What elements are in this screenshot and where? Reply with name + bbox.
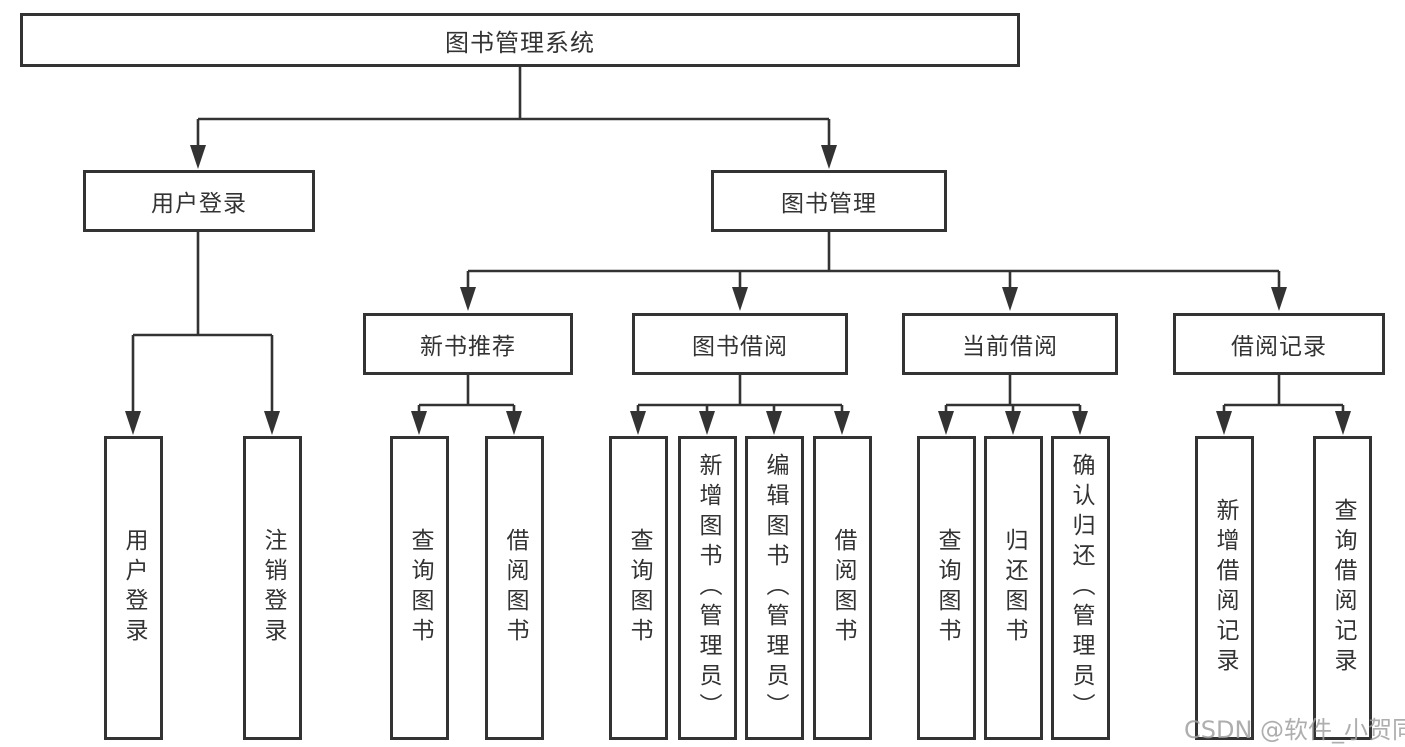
edge-current-borrow-to-leaves [938,374,1088,435]
node-label: 借阅记录 [1231,334,1327,360]
leaf-query-books-current: 查询图书 [917,436,976,740]
node-label: 新书推荐 [420,334,516,360]
node-label: 归还图书 [1001,528,1027,648]
node-book-management-system: 图书管理系统 [20,13,1020,67]
edge-book-borrow-to-leaves [630,374,850,435]
node-label: 用户登录 [121,528,147,648]
leaf-query-books-recommend: 查询图书 [390,436,449,740]
node-current-borrowing: 当前借阅 [902,313,1118,375]
edge-borrow-record-to-leaves [1216,374,1351,435]
node-label: 确认归还（管理员） [1068,453,1094,723]
node-new-book-recommend: 新书推荐 [363,313,573,375]
node-label: 查询图书 [934,528,960,648]
node-label: 查询图书 [407,528,433,648]
leaf-borrow-books-borrowing: 借阅图书 [813,436,872,740]
node-label: 查询借阅记录 [1330,498,1356,678]
node-label: 当前借阅 [962,334,1058,360]
node-book-management: 图书管理 [711,170,947,232]
leaf-confirm-return-admin: 确认归还（管理员） [1051,436,1110,740]
node-label: 新增借阅记录 [1212,498,1238,678]
node-book-borrowing: 图书借阅 [632,313,848,375]
node-label: 查询图书 [626,528,652,648]
node-label: 注销登录 [260,528,286,648]
leaf-edit-books-admin: 编辑图书（管理员） [745,436,804,740]
node-label: 借阅图书 [502,528,528,648]
leaf-logout-login: 注销登录 [243,436,302,740]
node-label: 用户登录 [151,191,247,217]
leaf-query-borrow-record: 查询借阅记录 [1313,436,1372,740]
edge-user-login-to-leaves [125,231,280,435]
edge-root-to-level2 [190,66,837,169]
leaf-add-borrow-record: 新增借阅记录 [1195,436,1254,740]
node-label: 图书借阅 [692,334,788,360]
leaf-borrow-books-recommend: 借阅图书 [485,436,544,740]
node-user-login: 用户登录 [83,170,315,232]
leaf-return-books: 归还图书 [984,436,1043,740]
node-label: 图书管理 [781,191,877,217]
node-label: 新增图书（管理员） [695,453,721,723]
leaf-add-books-admin: 新增图书（管理员） [678,436,737,740]
node-label: 借阅图书 [830,528,856,648]
edge-new-book-rec-to-leaves [411,374,522,435]
leaf-query-books-borrowing: 查询图书 [609,436,668,740]
node-label: 编辑图书（管理员） [762,453,788,723]
leaf-user-login: 用户登录 [104,436,163,740]
csdn-watermark: CSDN @软件_小贺同学 [1184,716,1405,744]
edge-book-mgmt-to-level3 [460,231,1287,311]
node-label: 图书管理系统 [445,28,595,57]
node-borrow-records: 借阅记录 [1173,313,1385,375]
